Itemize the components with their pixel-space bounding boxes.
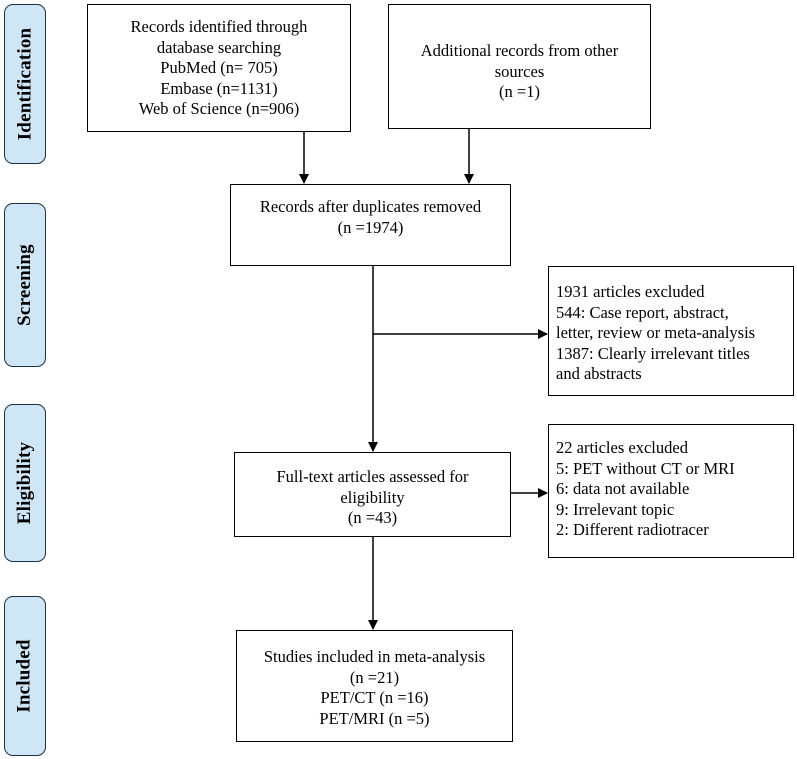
other-sources-box: Additional records from other sources (n… xyxy=(388,4,651,129)
stage-included: Included xyxy=(4,596,46,756)
eligibility-excluded-box: 22 articles excluded 5: PET without CT o… xyxy=(548,424,794,558)
included-studies-line: Studies included in meta-analysis xyxy=(263,647,486,666)
other-sources-line: (n =1) xyxy=(499,82,540,101)
other-sources-line: sources xyxy=(494,61,545,81)
stage-identification: Identification xyxy=(4,4,46,164)
eligibility-excluded-line: 9: Irrelevant topic xyxy=(556,499,675,519)
database-search-line: Web of Science (n=906) xyxy=(138,99,300,118)
included-studies-line: PET/CT (n =16) xyxy=(320,688,429,707)
screening-excluded-line: and abstracts xyxy=(556,364,642,383)
full-text-line: eligibility xyxy=(340,487,405,507)
screening-excluded-line: 1387: Clearly irrelevant titles xyxy=(556,343,750,363)
stage-eligibility: Eligibility xyxy=(4,404,46,562)
eligibility-excluded-line: 5: PET without CT or MRI xyxy=(556,458,735,478)
screening-excluded-box: 1931 articles excluded 544: Case report,… xyxy=(548,266,794,396)
database-search-line: PubMed (n= 705) xyxy=(160,58,278,77)
stage-screening: Screening xyxy=(4,203,46,367)
eligibility-excluded-line: 22 articles excluded xyxy=(556,438,688,457)
included-studies-box: Studies included in meta-analysis (n =21… xyxy=(236,630,513,742)
full-text-line: Full-text articles assessed for xyxy=(276,467,469,486)
database-search-line: database searching xyxy=(156,37,282,57)
screening-excluded-line: 1931 articles excluded xyxy=(556,282,705,301)
included-studies-line: (n =21) xyxy=(349,667,400,687)
duplicates-removed-line: Records after duplicates removed xyxy=(259,197,482,216)
database-search-box: Records identified through database sear… xyxy=(87,4,351,132)
full-text-box: Full-text articles assessed for eligibil… xyxy=(234,452,511,537)
included-studies-line: PET/MRI (n =5) xyxy=(319,708,430,728)
eligibility-excluded-line: 2: Different radiotracer xyxy=(556,520,709,539)
duplicates-removed-box: Records after duplicates removed (n =197… xyxy=(230,184,511,266)
screening-excluded-line: 544: Case report, abstract, xyxy=(556,302,729,322)
full-text-line: (n =43) xyxy=(347,508,398,527)
other-sources-line: Additional records from other xyxy=(420,41,619,60)
database-search-line: Embase (n=1131) xyxy=(160,78,278,98)
eligibility-excluded-line: 6: data not available xyxy=(556,479,690,498)
database-search-line: Records identified through xyxy=(130,17,308,36)
duplicates-removed-line: (n =1974) xyxy=(337,217,404,237)
screening-excluded-line: letter, review or meta-analysis xyxy=(556,323,756,342)
